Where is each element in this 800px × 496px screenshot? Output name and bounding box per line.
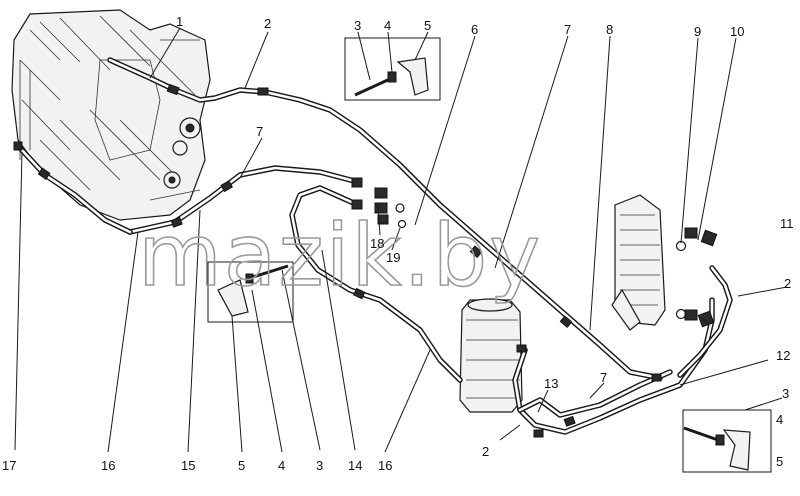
leader-lines [14,27,788,453]
watermark-text: mazik.by [138,206,542,306]
callout-3-right: 3 [782,386,789,401]
gearbox-housing [11,9,211,221]
filter-cylinder [459,298,523,413]
callout-7-top: 7 [564,22,571,37]
callout-11: 11 [780,216,794,231]
callout-labels: 1 2 3 4 5 6 7 8 9 10 11 2 7 18 19 12 3 1… [2,14,794,473]
callout-9: 9 [694,24,701,39]
callout-6: 6 [471,22,478,37]
callout-4-bottom: 4 [278,458,285,473]
callout-10: 10 [730,24,744,39]
callout-2-top: 2 [264,16,271,31]
callout-17: 17 [2,458,16,473]
callout-5-right: 5 [776,454,783,469]
callout-15: 15 [181,458,195,473]
fittings [13,83,718,438]
callout-14: 14 [348,458,362,473]
callout-16-right: 16 [378,458,392,473]
callout-2-bottom: 2 [482,444,489,459]
callout-5-top: 5 [424,18,431,33]
callout-5-bottom: 5 [238,458,245,473]
callout-7-bottom: 7 [600,370,607,385]
callout-12: 12 [776,348,790,363]
rings-right [675,240,687,320]
pipe-lines [13,57,733,438]
oil-cooler-right [611,194,666,331]
callout-18: 18 [370,236,384,251]
callout-7-left: 7 [256,124,263,139]
adapter-set [374,187,407,229]
callout-8: 8 [606,22,613,37]
clamp-detail-lower [682,409,772,473]
callout-3-top: 3 [354,18,361,33]
callout-2-right: 2 [784,276,791,291]
callout-13: 13 [544,376,558,391]
callout-4-top: 4 [384,18,391,33]
callout-16-left: 16 [101,458,115,473]
callout-3-bottom: 3 [316,458,323,473]
callout-19: 19 [386,250,400,265]
clamp-detail-middle [207,261,294,323]
callout-1: 1 [176,14,183,29]
clamp-detail-upper [344,37,441,101]
callout-4-right: 4 [776,412,783,427]
